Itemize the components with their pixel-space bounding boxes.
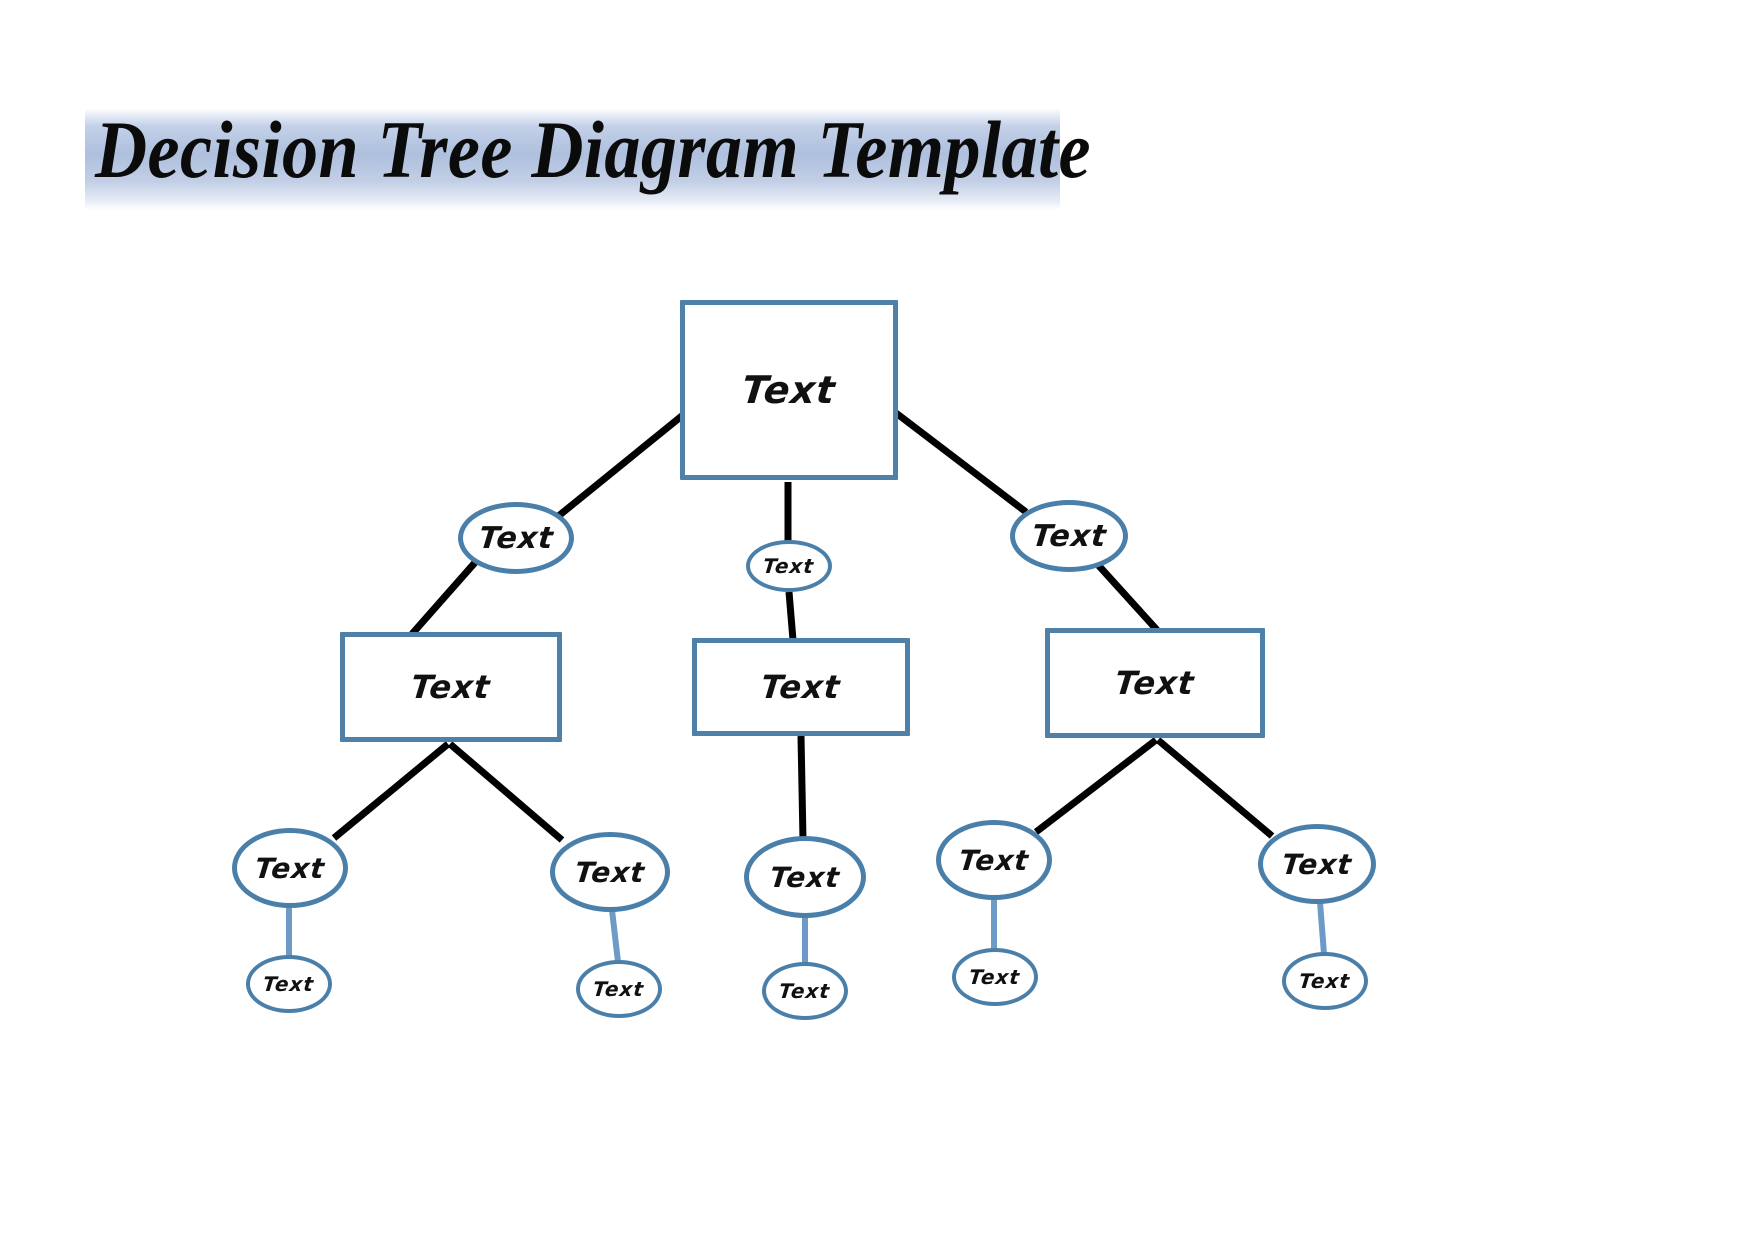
tree-node-label: Text	[592, 977, 646, 1001]
tree-node-label: Text	[739, 368, 839, 412]
tree-node-l5-b[interactable]: Text	[576, 960, 662, 1018]
tree-node-l5-a[interactable]: Text	[246, 955, 332, 1013]
tree-node-l4-c[interactable]: Text	[744, 836, 866, 918]
tree-node-l3-right[interactable]: Text	[1045, 628, 1265, 738]
tree-node-label: Text	[409, 668, 493, 706]
tree-node-l4-b[interactable]: Text	[550, 832, 670, 912]
tree-node-l2-left[interactable]: Text	[458, 502, 574, 574]
tree-node-label: Text	[1029, 518, 1109, 554]
tree-edge	[797, 735, 807, 841]
tree-node-label: Text	[253, 851, 327, 885]
tree-node-label: Text	[968, 965, 1022, 989]
tree-node-label: Text	[768, 860, 842, 894]
tree-node-label: Text	[573, 855, 647, 889]
tree-node-label: Text	[759, 668, 843, 706]
tree-node-l4-e[interactable]: Text	[1258, 824, 1376, 904]
tree-edge	[1155, 737, 1275, 839]
tree-node-l3-left[interactable]: Text	[340, 632, 562, 742]
tree-edge	[1087, 553, 1160, 633]
tree-node-label: Text	[778, 979, 832, 1003]
tree-node-l2-right[interactable]: Text	[1010, 500, 1128, 572]
tree-node-label: Text	[762, 554, 816, 578]
tree-edge	[409, 555, 482, 637]
title-banner	[85, 108, 1060, 210]
tree-node-l3-center[interactable]: Text	[692, 638, 910, 736]
tree-node-label: Text	[957, 843, 1031, 877]
tree-node-l5-c[interactable]: Text	[762, 962, 848, 1020]
tree-node-label: Text	[1113, 664, 1197, 702]
tree-edge	[331, 741, 451, 841]
tree-edge	[893, 410, 1029, 515]
tree-edge	[1033, 737, 1159, 835]
tree-edge	[1317, 901, 1327, 955]
tree-node-label: Text	[262, 972, 316, 996]
tree-edge	[785, 591, 797, 641]
tree-edge	[553, 412, 686, 521]
tree-node-l5-e[interactable]: Text	[1282, 952, 1368, 1010]
tree-node-l2-center[interactable]: Text	[746, 540, 832, 592]
tree-node-label: Text	[1298, 969, 1352, 993]
tree-node-l4-d[interactable]: Text	[936, 820, 1052, 900]
tree-node-label: Text	[476, 520, 556, 556]
tree-node-l4-a[interactable]: Text	[232, 828, 348, 908]
tree-node-root[interactable]: Text	[680, 300, 898, 480]
tree-node-label: Text	[1280, 847, 1354, 881]
page-title: Decision Tree Diagram Template	[95, 104, 1091, 195]
tree-edge	[609, 909, 621, 963]
tree-node-l5-d[interactable]: Text	[952, 948, 1038, 1006]
tree-edge	[447, 741, 565, 843]
